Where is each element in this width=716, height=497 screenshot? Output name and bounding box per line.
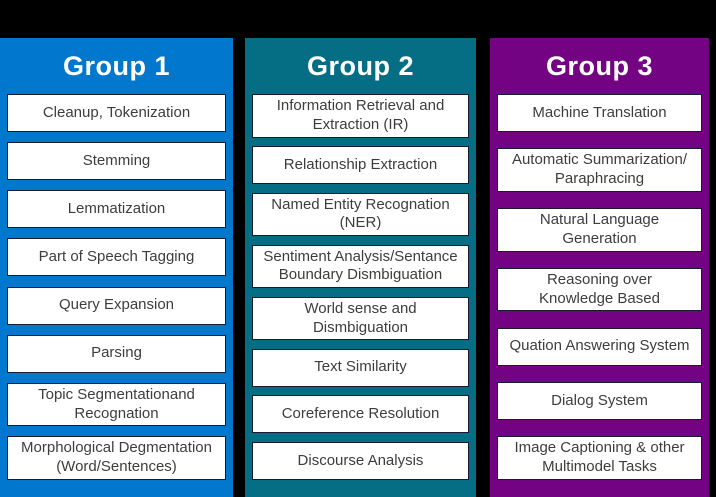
task-item-label: Morphological Degmentation (Word/Sentenc…: [21, 439, 212, 476]
task-item: Lemmatization: [7, 190, 226, 229]
task-item-label: Natural Language Generation: [539, 211, 660, 247]
task-item: Coreference Resolution: [252, 395, 469, 434]
top-black-bar: [0, 0, 716, 38]
group-items: Information Retrieval and Extraction (IR…: [252, 94, 469, 480]
group-column-1: Group 1 Cleanup, Tokenization Stemming L…: [0, 38, 233, 497]
task-item: Query Expansion: [7, 286, 226, 325]
group-columns-row: Group 1 Cleanup, Tokenization Stemming L…: [0, 38, 716, 497]
task-item-label: Quation Answering System: [509, 337, 690, 355]
task-item: Stemming: [7, 142, 226, 181]
task-item: Image Captioning & other Multimodel Task…: [497, 436, 702, 480]
task-item: Morphological Degmentation (Word/Sentenc…: [7, 436, 226, 480]
task-item: World sense and Dismbiguation: [252, 296, 469, 341]
task-item: Sentiment Analysis/Sentance Boundary Dis…: [252, 244, 469, 289]
group-items: Machine Translation Automatic Summarizat…: [497, 94, 702, 480]
task-item-label: Dialog System: [551, 391, 648, 409]
task-item: Automatic Summarization/ Paraphracing: [497, 148, 702, 192]
group-title: Group 1: [62, 50, 170, 81]
task-item: Text Similarity: [252, 348, 469, 387]
group-title: Group 3: [545, 50, 653, 81]
task-item: Dialog System: [497, 382, 702, 421]
task-item-label: Information Retrieval and Extraction (IR…: [276, 97, 445, 133]
task-item-label: Image Captioning & other Multimodel Task…: [514, 439, 685, 476]
task-item-label: Named Entity Recognation (NER): [271, 195, 450, 232]
task-item-label: Relationship Extraction: [283, 155, 438, 173]
task-item: Cleanup, Tokenization: [7, 94, 226, 132]
task-item: Part of Speech Tagging: [7, 238, 226, 277]
task-item: Topic Segmentationand Recognation: [7, 382, 226, 427]
task-item: Information Retrieval and Extraction (IR…: [252, 94, 469, 138]
task-item-label: Reasoning over Knowledge Based: [539, 270, 660, 307]
task-item-label: Sentiment Analysis/Sentance Boundary Dis…: [263, 247, 458, 284]
task-item-label: Topic Segmentationand Recognation: [38, 385, 195, 422]
task-item-label: Coreference Resolution: [281, 405, 440, 422]
task-item-label: Parsing: [91, 344, 142, 362]
task-item-label: Stemming: [82, 151, 151, 169]
task-item-label: Machine Translation: [532, 103, 667, 121]
task-item-label: Query Expansion: [58, 296, 175, 314]
task-item-label: Automatic Summarization/ Paraphracing: [511, 151, 688, 188]
group-items: Cleanup, Tokenization Stemming Lemmatiza…: [7, 94, 226, 480]
task-item: Relationship Extraction: [252, 146, 469, 185]
task-item: Machine Translation: [497, 94, 702, 132]
task-item-label: Text Similarity: [314, 358, 407, 376]
task-item: Quation Answering System: [497, 327, 702, 366]
task-item: Reasoning over Knowledge Based: [497, 267, 702, 312]
task-item-label: Cleanup, Tokenization: [42, 103, 191, 121]
task-item-label: Lemmatization: [67, 199, 166, 217]
task-item-label: World sense and Dismbiguation: [304, 299, 417, 336]
group-column-3: Group 3 Machine Translation Automatic Su…: [490, 38, 709, 497]
group-column-2: Group 2 Information Retrieval and Extrac…: [245, 38, 476, 497]
task-item: Parsing: [7, 334, 226, 373]
task-item-label: Discourse Analysis: [297, 451, 424, 469]
group-title: Group 2: [306, 50, 414, 81]
task-item: Natural Language Generation: [497, 208, 702, 252]
task-item: Discourse Analysis: [252, 441, 469, 480]
task-item: Named Entity Recognation (NER): [252, 192, 469, 237]
task-item-label: Part of Speech Tagging: [38, 248, 195, 266]
